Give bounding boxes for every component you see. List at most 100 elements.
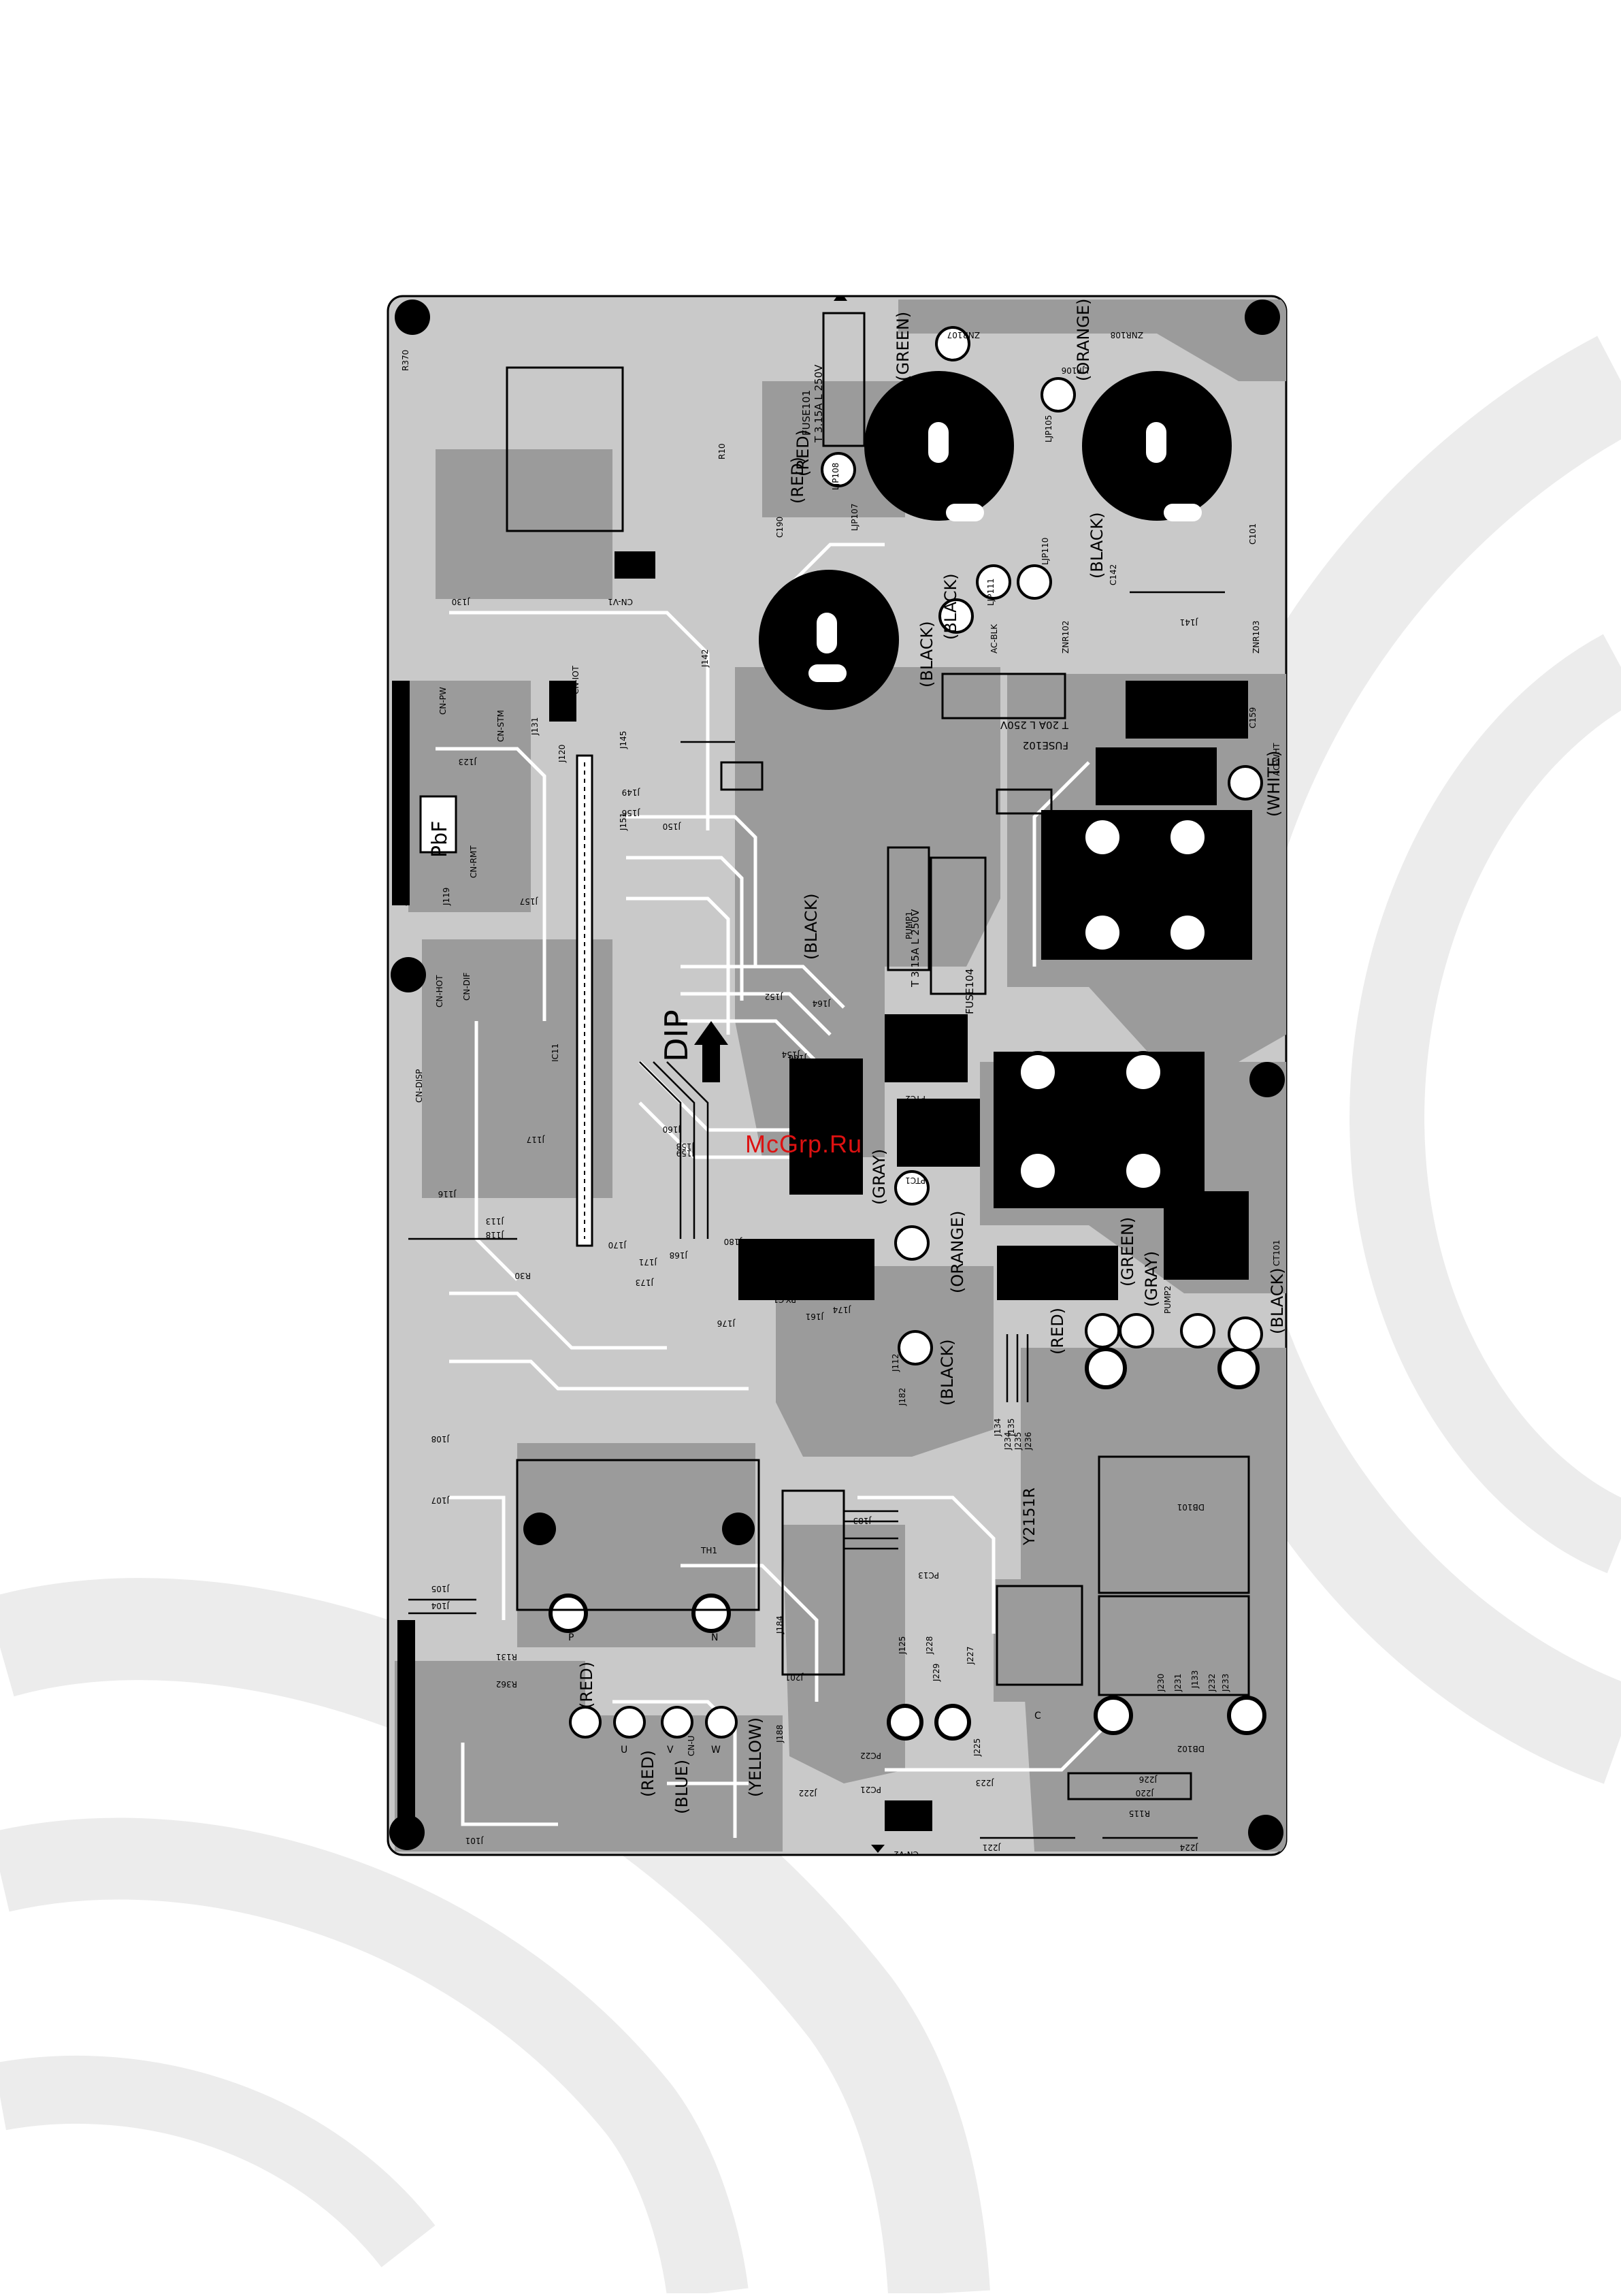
designator: LJP110	[1041, 538, 1050, 565]
wire-label-red-1: (RED)	[788, 457, 807, 504]
designator: J221	[983, 1843, 1001, 1852]
designator: J152	[765, 992, 783, 1001]
designator: J101	[465, 1836, 484, 1845]
designator: J232	[1207, 1674, 1217, 1692]
designator: J226	[1139, 1775, 1158, 1784]
copper-traces	[436, 543, 1104, 1838]
designator: J133	[1190, 1670, 1200, 1689]
wire-label-green-top: (GREEN)	[894, 312, 913, 381]
designator: J222	[799, 1788, 817, 1798]
designator: J112	[891, 1354, 900, 1372]
terminal-letter-p: P	[568, 1632, 574, 1643]
designator: J157	[520, 896, 538, 906]
designator: J184	[775, 1616, 785, 1634]
designator: DB101	[1177, 1502, 1205, 1512]
wire-label-black-pump: (BLACK)	[802, 893, 821, 960]
dip-marking: DIP	[658, 1009, 695, 1062]
designator: CN-DIF	[462, 973, 472, 1001]
designator: R10	[717, 443, 727, 459]
designator: J183	[853, 1516, 872, 1525]
designator: J228	[925, 1636, 934, 1655]
wire-label-gray-2: (GRAY)	[1142, 1251, 1161, 1307]
fuse102-label: FUSE102	[1023, 739, 1068, 751]
designator: J158	[676, 1142, 695, 1151]
designator: J113	[486, 1216, 504, 1226]
designator: CN-STM	[496, 710, 506, 742]
designator: C101	[1248, 523, 1258, 545]
designator: C142	[1109, 564, 1118, 585]
designator: CN-V2	[894, 1849, 919, 1859]
designator: CN-DISP	[414, 1069, 424, 1103]
designator: J131	[530, 717, 540, 736]
designator: J174	[833, 1305, 851, 1314]
terminal-letter-v: V	[667, 1745, 674, 1756]
designator: J123	[459, 757, 477, 766]
designator: PC22	[860, 1751, 881, 1760]
designator: J125	[898, 1636, 907, 1655]
designator: J105	[431, 1584, 450, 1594]
designator: J134	[993, 1419, 1002, 1437]
designator: J224	[1180, 1843, 1198, 1852]
designator: PC21	[860, 1785, 881, 1794]
designator: CT101	[1272, 1240, 1281, 1266]
pbf-marking: PbF	[428, 821, 452, 858]
wire-label-orange-2: (ORANGE)	[948, 1211, 967, 1293]
designator: AC-BLK	[989, 624, 999, 653]
designator: J142	[700, 649, 710, 668]
designator: ZNR102	[1061, 621, 1070, 653]
designator: RY-C1	[773, 1295, 796, 1304]
screw-terminals	[548, 816, 1266, 1741]
wire-label-white: (WHITE)	[1264, 751, 1283, 817]
designator: J235	[1013, 1432, 1023, 1451]
designator: J166	[789, 1053, 807, 1063]
part-number: Y2151R	[1021, 1487, 1038, 1546]
designator: J233	[1221, 1674, 1230, 1692]
designator: CN-RMT	[469, 845, 478, 878]
designator: J160	[663, 1125, 681, 1134]
designator: J145	[619, 731, 628, 749]
designator: C153	[885, 415, 895, 436]
designator: PUMP1	[904, 911, 914, 939]
designator: J171	[639, 1257, 657, 1267]
mounting-holes	[389, 300, 1285, 1850]
designator: R370	[401, 350, 410, 371]
designator: LJP106	[1062, 366, 1089, 375]
designator: IC11	[551, 1044, 560, 1062]
designator: J230	[1156, 1674, 1166, 1692]
designator: J180	[724, 1237, 742, 1246]
designator: J234	[1003, 1432, 1013, 1451]
designator: J168	[670, 1250, 688, 1260]
designator: J150	[663, 822, 681, 831]
wire-label-red-3: (RED)	[1048, 1308, 1067, 1355]
fuse104-label: FUSE104	[964, 969, 976, 1014]
orientation-arrow-top	[834, 296, 847, 301]
wire-label-black-4: (BLACK)	[938, 1339, 957, 1406]
designator: J164	[813, 999, 831, 1008]
designator: J173	[636, 1278, 654, 1287]
designator: J229	[932, 1664, 941, 1682]
left-bottom-connector	[397, 1620, 415, 1845]
outlined-components	[506, 312, 1250, 1800]
designator: LJP107	[850, 504, 859, 531]
designator: J227	[966, 1647, 975, 1665]
terminal-letter-u: U	[621, 1745, 627, 1756]
designator: J188	[775, 1725, 785, 1743]
designator: R115	[1129, 1809, 1150, 1818]
designator: J170	[608, 1240, 627, 1250]
designator: J182	[898, 1388, 907, 1406]
wire-label-orange-top: (ORANGE)	[1074, 299, 1093, 381]
fuse104-rating: T 3.15A L 250V	[909, 909, 921, 988]
designator: CN-V1	[608, 597, 633, 607]
designator: J236	[1024, 1432, 1033, 1451]
designator: PTC1	[905, 1176, 926, 1185]
designator: LJP108	[831, 463, 840, 490]
wire-label-yellow: (YELLOW)	[746, 1717, 765, 1797]
terminal-letters: U V W P N C	[568, 1632, 1041, 1756]
designator: J141	[1180, 617, 1198, 627]
designator: PTC2	[905, 1094, 926, 1103]
designator: J118	[486, 1230, 504, 1240]
black-components	[549, 551, 1252, 1831]
designator: AC-WHT	[1272, 743, 1281, 776]
